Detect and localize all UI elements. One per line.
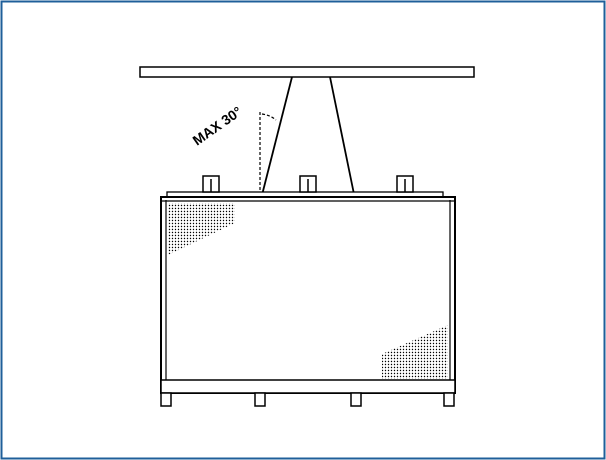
bottom-rail — [160, 379, 456, 394]
lifting-lug-right — [396, 175, 414, 193]
angle-label: MAX 30° — [190, 103, 245, 148]
lifting-lug-left — [202, 175, 220, 193]
lifting-lug-center — [299, 175, 317, 193]
sling-right — [329, 76, 356, 200]
foot-4 — [443, 392, 455, 407]
glass-reflection-bottom-right — [382, 325, 448, 379]
sling-left — [260, 76, 293, 200]
spreader-bar — [139, 66, 475, 78]
foot-1 — [160, 392, 172, 407]
glass-reflection-top-left — [168, 203, 235, 255]
angle-arc — [261, 113, 277, 121]
foot-3 — [350, 392, 362, 407]
foot-2 — [254, 392, 266, 407]
